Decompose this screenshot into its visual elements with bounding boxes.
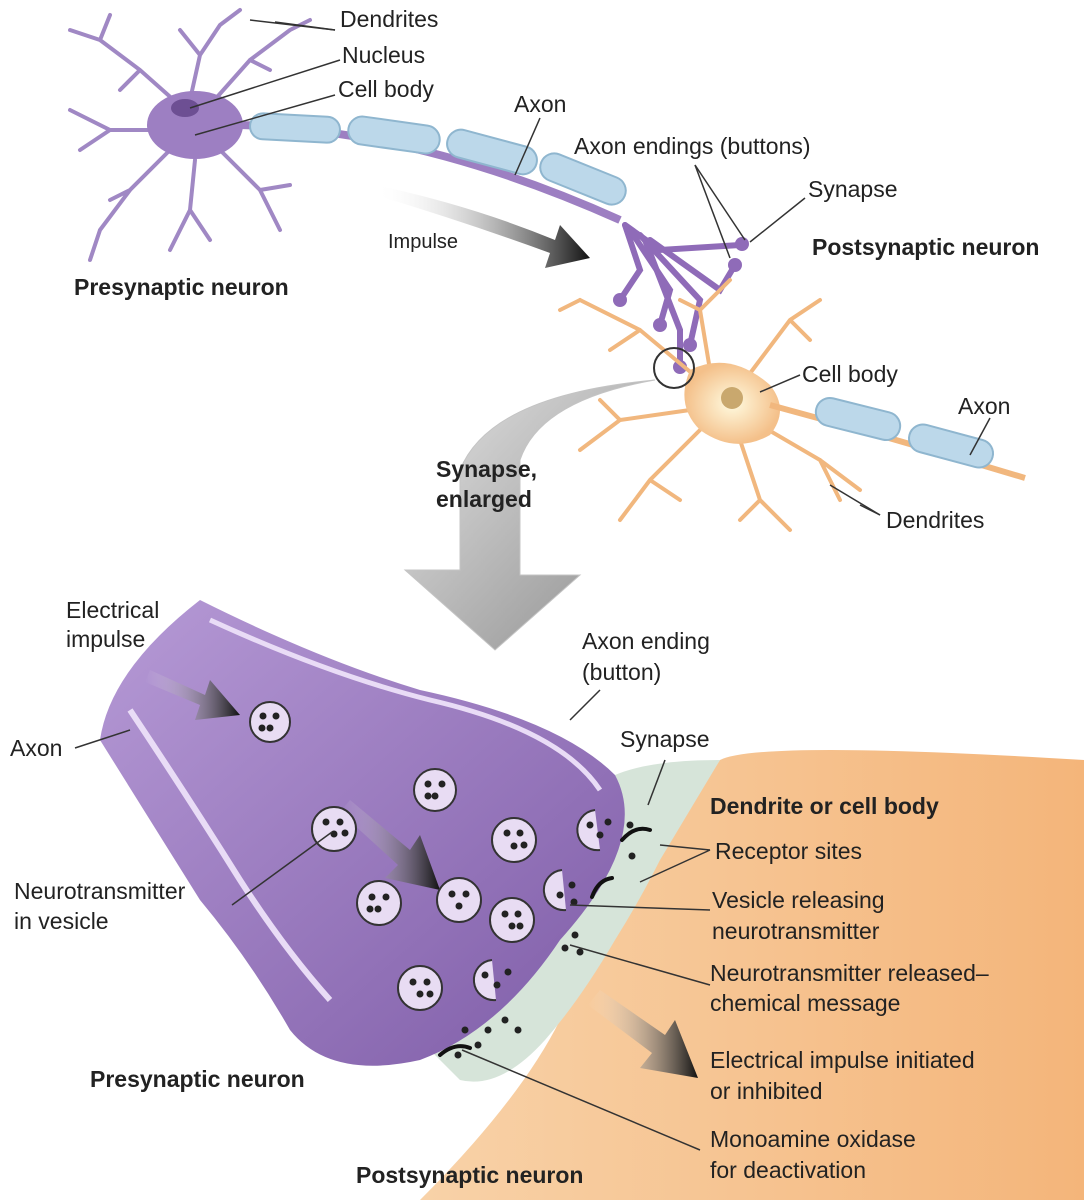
label-dendrite-or-cell-body: Dendrite or cell body <box>710 793 939 819</box>
leader-lines <box>74 19 991 1151</box>
label-axon-bottom: Axon <box>10 735 63 761</box>
label-electrical-1: Electrical <box>66 597 160 623</box>
label-axon-ending-2: (button) <box>582 659 662 685</box>
presynaptic-membrane-highlight <box>127 708 333 1003</box>
receptor-sites <box>438 826 652 1057</box>
label-postsynaptic-top: Postsynaptic neuron <box>812 234 1040 260</box>
vesicles <box>249 701 601 1011</box>
myelin-sheaths <box>249 112 627 206</box>
label-post-dendrites: Dendrites <box>886 507 985 533</box>
label-receptor-sites: Receptor sites <box>715 838 863 864</box>
label-synapse-top: Synapse <box>808 176 898 202</box>
label-neuro-vesicle-2: in vesicle <box>14 908 109 934</box>
label-electrical-2: impulse <box>66 626 146 652</box>
enlargement-arrow <box>403 379 656 651</box>
label-neuro-vesicle-1: Neurotransmitter <box>14 878 186 904</box>
label-released-2: chemical message <box>710 990 901 1016</box>
label-axon-ending-1: Axon ending <box>582 628 710 654</box>
presynaptic-nucleus <box>171 99 199 117</box>
impulse-arrow <box>375 185 590 268</box>
label-presynaptic-bottom: Presynaptic neuron <box>90 1066 305 1092</box>
label-initiated-2: or inhibited <box>710 1078 823 1104</box>
internal-impulse-arrow <box>340 800 440 890</box>
postsynaptic-impulse-arrow <box>588 990 698 1078</box>
postsynaptic-axon <box>769 402 1026 481</box>
label-initiated-1: Electrical impulse initiated <box>710 1047 975 1073</box>
presynaptic-neuron-drawing <box>68 8 312 262</box>
label-mao-2: for deactivation <box>710 1157 866 1183</box>
label-synapse-bottom: Synapse <box>620 726 710 752</box>
synapse-highlight-circle <box>653 347 695 389</box>
axon-endings <box>617 222 743 368</box>
postsynaptic-neuron-drawing <box>558 278 862 532</box>
label-impulse: Impulse <box>388 231 459 253</box>
label-nucleus: Nucleus <box>342 42 426 68</box>
label-axon: Axon <box>514 91 567 117</box>
label-mao-1: Monoamine oxidase <box>710 1126 916 1152</box>
label-cell-body: Cell body <box>338 76 434 102</box>
electrical-impulse-arrow <box>145 670 240 720</box>
label-vesicle-releasing-2: neurotransmitter <box>712 918 880 944</box>
label-synapse-enlarged-2: enlarged <box>436 486 532 512</box>
label-presynaptic-top: Presynaptic neuron <box>74 274 289 300</box>
label-vesicle-releasing-1: Vesicle releasing <box>712 887 885 913</box>
label-axon-endings: Axon endings (buttons) <box>574 133 811 159</box>
postsynaptic-region <box>420 750 1084 1200</box>
label-post-cell-body: Cell body <box>802 361 898 387</box>
label-postsynaptic-bottom: Postsynaptic neuron <box>356 1162 584 1188</box>
label-dendrites: Dendrites <box>340 6 439 32</box>
label-released-1: Neurotransmitter released– <box>710 960 989 986</box>
label-synapse-enlarged-1: Synapse, <box>436 456 537 482</box>
label-post-axon: Axon <box>958 393 1011 419</box>
neurotransmitter-molecules <box>258 712 636 1059</box>
